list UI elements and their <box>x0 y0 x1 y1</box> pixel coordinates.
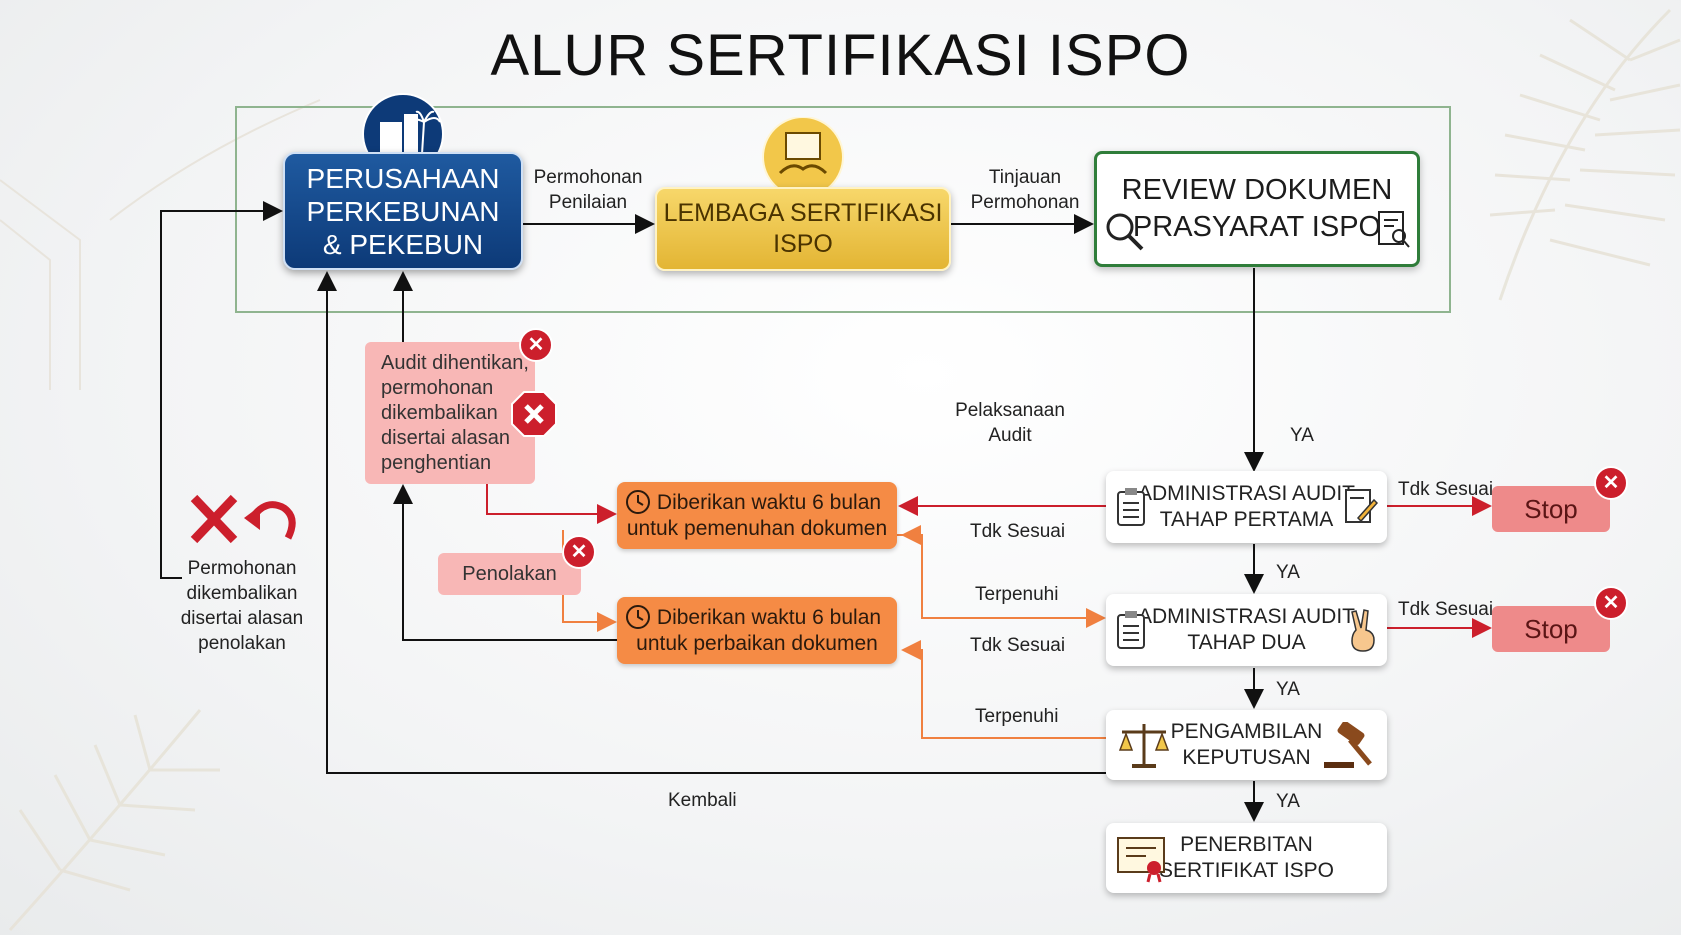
label-ya-1: YA <box>1290 425 1314 446</box>
node-decision: PENGAMBILAN KEPUTUSAN <box>1106 710 1387 780</box>
scales-icon <box>1116 720 1172 775</box>
edit-document-icon <box>1344 488 1379 531</box>
clock-icon <box>625 489 651 520</box>
certificate-icon <box>1116 834 1170 889</box>
label-review-applicant: Tinjauan Permohonan <box>965 165 1085 215</box>
node-time-repair-line1: Diberikan waktu 6 bulan <box>656 605 882 629</box>
page-title: ALUR SERTIFIKASI ISPO <box>490 23 1191 88</box>
label-returned-line4: penolakan <box>198 633 286 654</box>
node-audit-stopped-line4: disertai alasan <box>381 426 510 449</box>
label-returned-line2: dikembalikan <box>186 583 298 604</box>
node-company: PERUSAHAAN PERKEBUNAN & PEKEBUN <box>283 152 523 270</box>
reject-return-icon <box>188 492 298 553</box>
node-admin-audit-2-line2: TAHAP DUA <box>1187 631 1306 654</box>
clipboard-icon <box>1116 610 1146 655</box>
node-lsc-line1: LEMBAGA SERTIFIKASI <box>663 199 943 227</box>
document-search-icon <box>1376 209 1412 256</box>
label-audit-exec-line2: Audit <box>988 425 1032 446</box>
close-icon: ✕ <box>1594 586 1628 620</box>
label-returned: Permohonan dikembalikan disertai alasan … <box>176 556 308 656</box>
gavel-icon <box>1320 720 1376 775</box>
close-icon: ✕ <box>1594 466 1628 500</box>
close-icon: ✕ <box>519 328 553 362</box>
node-decision-line2: KEPUTUSAN <box>1182 746 1311 769</box>
label-returned-line3: disertai alasan <box>180 608 304 629</box>
node-admin-audit-1-line2: TAHAP PERTAMA <box>1159 508 1334 531</box>
node-lsc-line2: ISPO <box>773 230 833 258</box>
node-audit-stopped: Audit dihentikan, permohonan dikembalika… <box>365 342 535 484</box>
node-certificate-issuance-line2: SERTIFIKAT ISPO <box>1158 859 1335 882</box>
label-audit-exec: Pelaksanaan Audit <box>950 398 1070 448</box>
node-decision-line1: PENGAMBILAN <box>1170 720 1323 743</box>
node-admin-audit-1: ADMINISTRASI AUDIT TAHAP PERTAMA <box>1106 471 1387 543</box>
label-req-assessment: Permohonan Penilaian <box>530 165 646 215</box>
node-lsc: LEMBAGA SERTIFIKASI ISPO <box>655 187 951 271</box>
node-certificate-issuance-line1: PENERBITAN <box>1180 833 1313 856</box>
label-review-applicant-line2: Permohonan <box>970 192 1080 213</box>
label-kembali: Kembali <box>668 790 737 811</box>
node-review: REVIEW DOKUMEN PRASYARAT ISPO <box>1094 151 1420 267</box>
node-rejection: Penolakan <box>438 553 581 595</box>
node-stop-2: Stop <box>1492 606 1610 652</box>
label-review-applicant-line1: Tinjauan <box>988 167 1062 188</box>
stop-sign-icon <box>510 390 558 443</box>
node-company-line3: & PEKEBUN <box>322 228 484 260</box>
magnifier-icon <box>1104 211 1146 258</box>
close-icon: ✕ <box>562 535 596 569</box>
label-returned-line1: Permohonan <box>187 558 297 579</box>
node-admin-audit-2: ADMINISTRASI AUDIT TAHAP DUA <box>1106 594 1387 666</box>
palm-leaf-decoration-bottom-left <box>8 709 220 932</box>
node-time-repair-line2: untuk perbaikan dokumen <box>636 631 878 655</box>
node-company-line1: PERUSAHAAN <box>306 162 500 194</box>
node-audit-stopped-line2: permohonan <box>381 376 494 399</box>
node-admin-audit-1-line1: ADMINISTRASI AUDIT <box>1137 482 1356 505</box>
handshake-certificate-icon <box>760 116 846 202</box>
node-company-line2: PERKEBUNAN <box>306 195 500 227</box>
palm-leaf-decoration-top-right <box>1489 8 1681 301</box>
victory-hand-icon <box>1346 608 1380 659</box>
review-frame <box>235 106 1451 313</box>
label-req-assessment-line1: Permohonan <box>533 167 643 188</box>
label-req-assessment-line2: Penilaian <box>548 192 628 213</box>
label-tdk-sesuai-left-2: Tdk Sesuai <box>970 635 1066 656</box>
label-terpenuhi-2: Terpenuhi <box>975 706 1059 727</box>
clipboard-icon <box>1116 487 1146 532</box>
node-audit-stopped-line5: penghentian <box>381 451 492 474</box>
node-review-line2: PRASYARAT ISPO <box>1132 211 1382 243</box>
node-audit-stopped-line1: Audit dihentikan, <box>381 351 529 374</box>
label-tdk-sesuai-left-1: Tdk Sesuai <box>970 521 1066 542</box>
node-audit-stopped-line3: dikembalikan <box>381 401 498 424</box>
node-time-fulfillment-line1: Diberikan waktu 6 bulan <box>656 490 882 514</box>
label-terpenuhi-1: Terpenuhi <box>975 584 1059 605</box>
label-ya-3: YA <box>1276 679 1300 700</box>
node-review-line1: REVIEW DOKUMEN <box>1121 174 1393 206</box>
outline-decoration-left <box>0 99 321 390</box>
label-ya-2: YA <box>1276 562 1300 583</box>
node-stop-1: Stop <box>1492 486 1610 532</box>
label-audit-exec-line1: Pelaksanaan <box>955 400 1065 421</box>
node-time-fulfillment-line2: untuk pemenuhan dokumen <box>626 516 888 540</box>
node-time-repair: Diberikan waktu 6 bulan untuk perbaikan … <box>617 597 897 664</box>
label-ya-4: YA <box>1276 791 1300 812</box>
label-tdk-sesuai-right-2: Tdk Sesuai <box>1398 599 1494 620</box>
node-admin-audit-2-line1: ADMINISTRASI AUDIT <box>1137 605 1356 628</box>
clock-icon <box>625 604 651 635</box>
label-tdk-sesuai-right-1: Tdk Sesuai <box>1398 479 1494 500</box>
node-time-fulfillment: Diberikan waktu 6 bulan untuk pemenuhan … <box>617 482 897 549</box>
